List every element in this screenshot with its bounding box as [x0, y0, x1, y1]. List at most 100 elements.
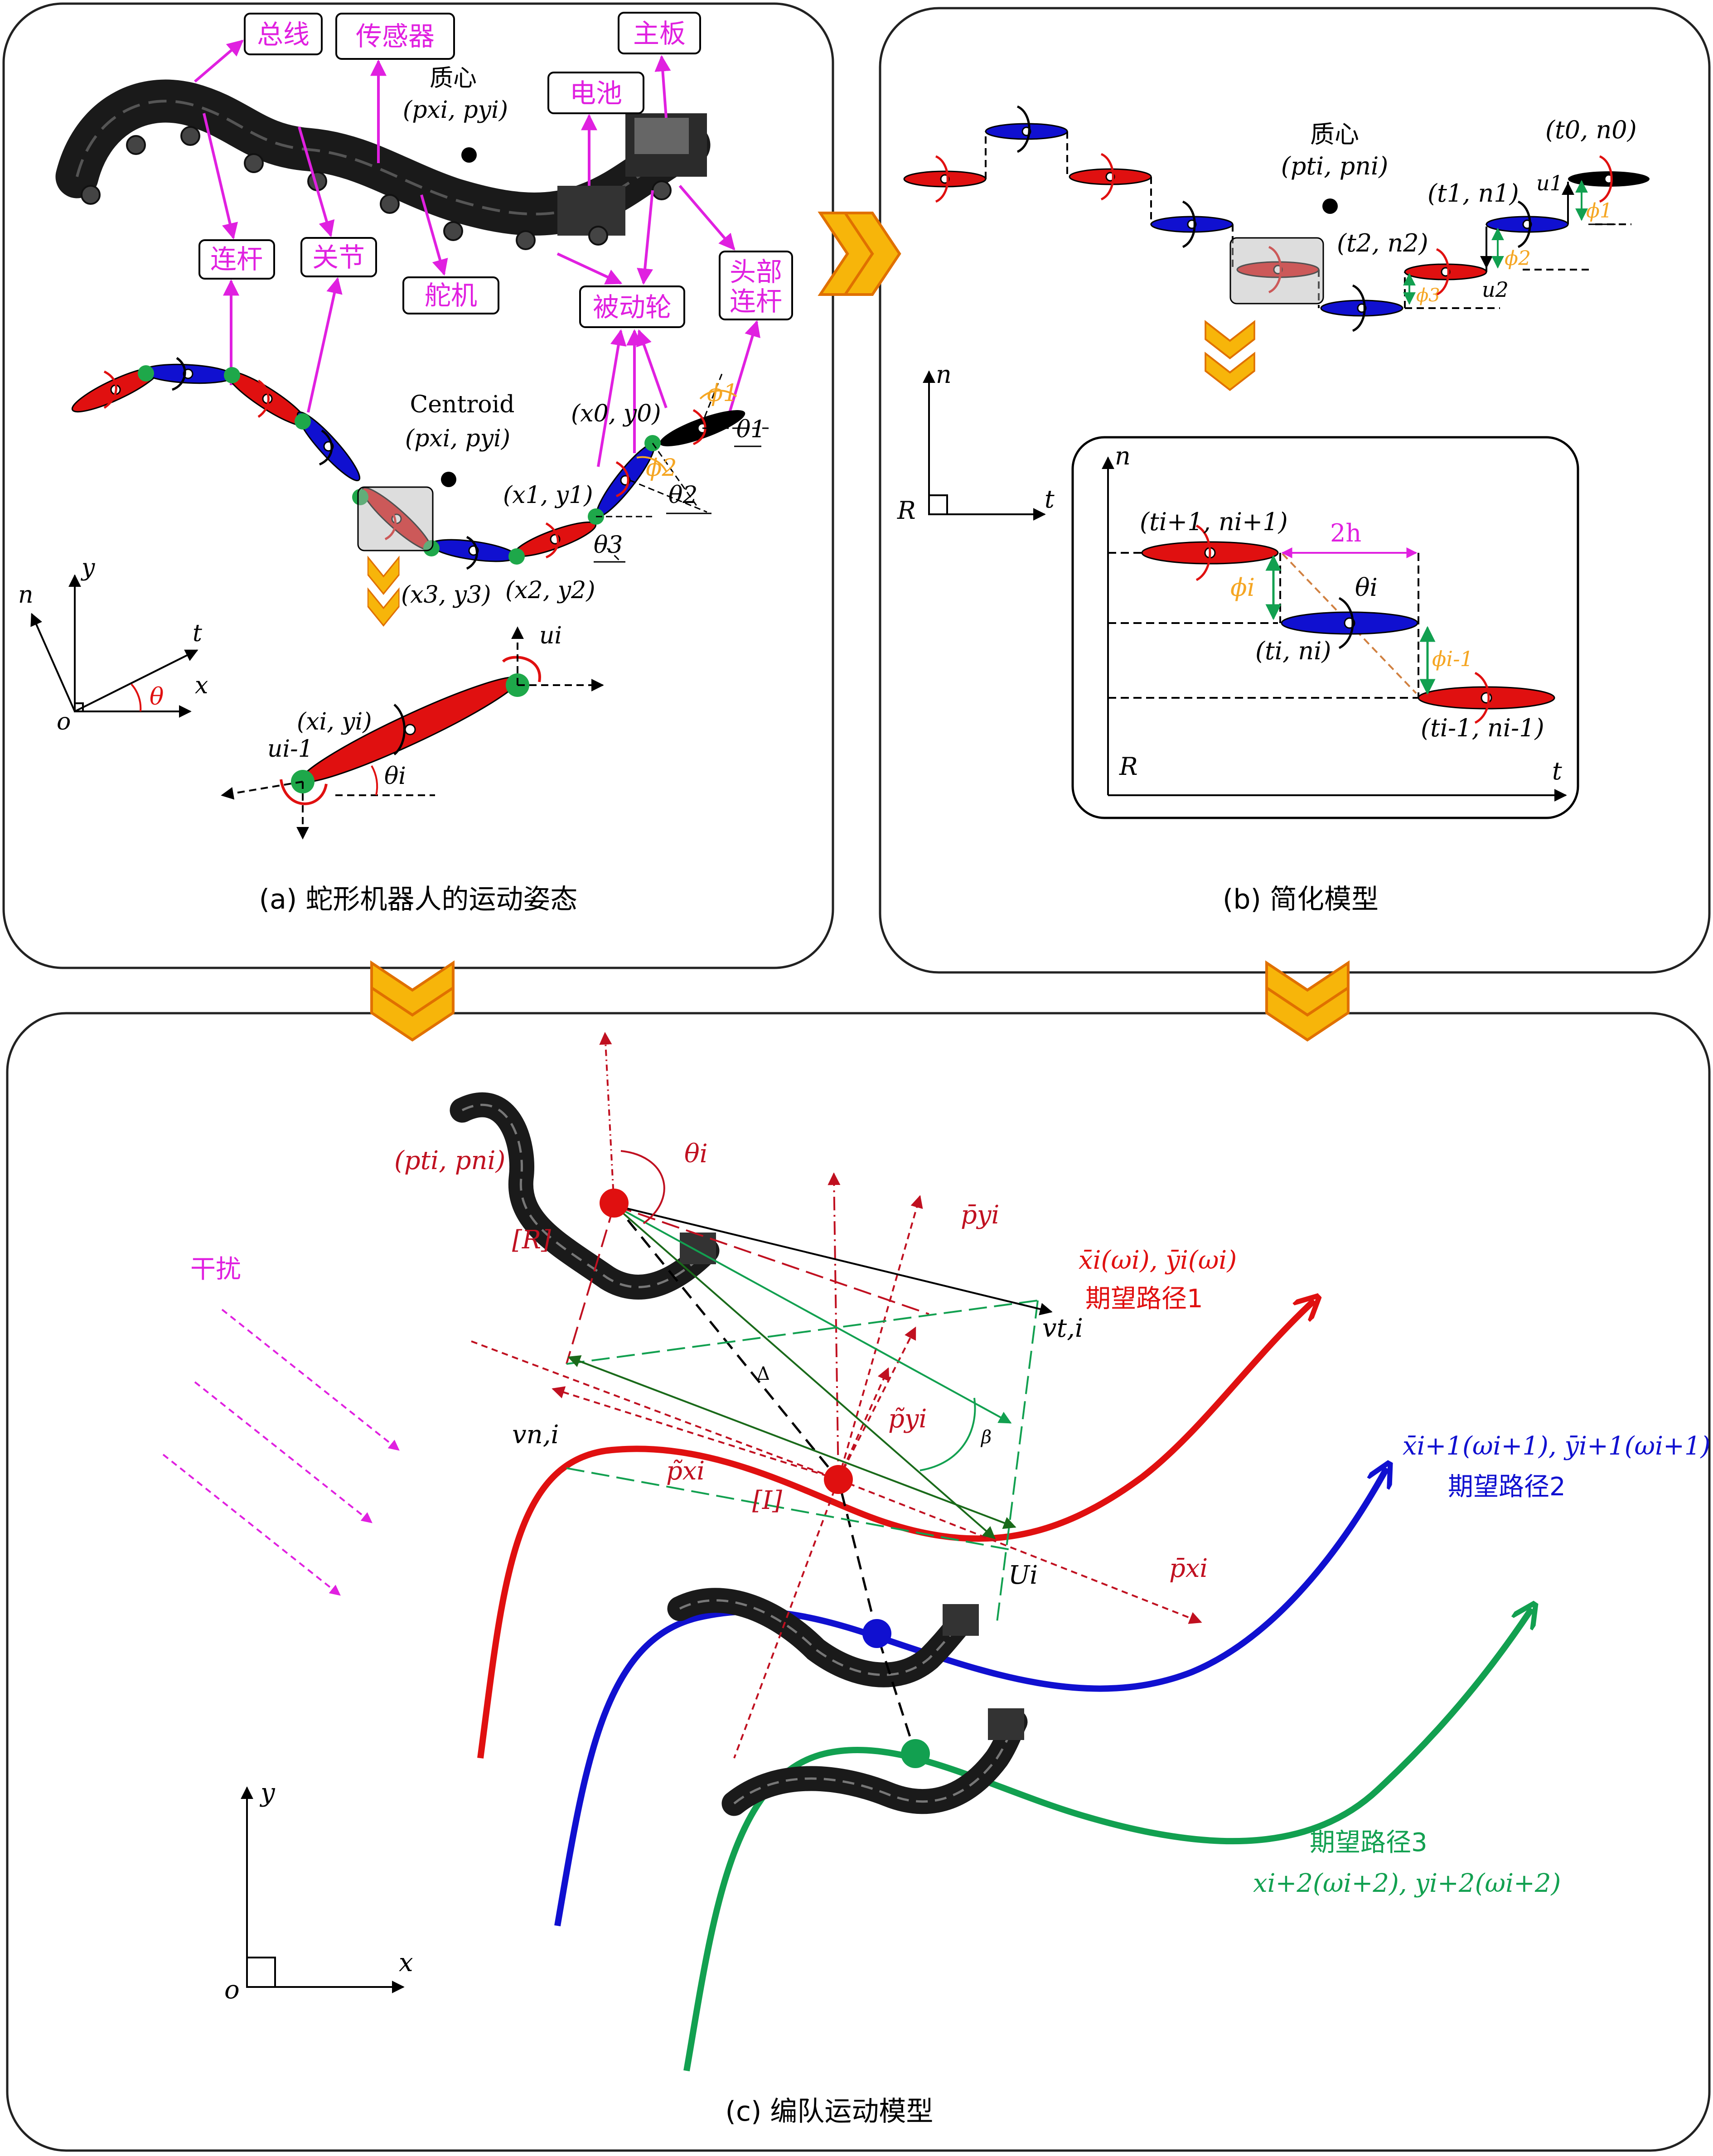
path1-label: 期望路径1 [1085, 1284, 1203, 1314]
axis-o-label: o [57, 708, 71, 735]
centroid-dot-b [1322, 198, 1338, 214]
chevron-b-to-c [1267, 963, 1348, 1040]
path1-formula: x̄i(ωi), ȳi(ωi) [1079, 1246, 1237, 1275]
pt-x1-label: (x1, y1) [503, 482, 593, 509]
axis-r-label-b: R [897, 496, 916, 525]
single-link-arrows [221, 626, 604, 840]
formation-dot-4 [901, 1739, 930, 1768]
centroid-dot-mid [441, 472, 456, 487]
beta-label: β [980, 1427, 992, 1448]
centroid-dot-top [461, 147, 477, 163]
link-ui1-label: ui-1 [267, 735, 313, 763]
path2-label: 期望路径2 [1448, 1472, 1566, 1502]
vni-label: vn,i [512, 1420, 559, 1450]
phi-arrows-b [1403, 180, 1588, 305]
phi1-label-b: ϕ1 [1586, 199, 1612, 222]
mainboard-box [618, 12, 701, 54]
down-chevron-b [1205, 322, 1254, 390]
axis-o-label-c: o [224, 1975, 240, 2005]
robot-photo-c1 [450, 1092, 720, 1300]
i-label-c: [I] [752, 1486, 782, 1515]
link-ui-label: ui [539, 622, 562, 649]
theta1-label: θ1 [736, 416, 765, 443]
disturbance-arrows [162, 1309, 400, 1596]
inset-ti-label: (ti, ni) [1255, 637, 1331, 665]
vti-label: vt,i [1042, 1314, 1083, 1343]
u2-label: u2 [1482, 277, 1509, 302]
bus-box [244, 13, 323, 55]
servo-box [402, 276, 499, 314]
axis-n-label-b: n [936, 360, 952, 389]
path3-label: 期望路径3 [1310, 1828, 1428, 1857]
centroid-label-c: (pti, pni) [394, 1146, 505, 1175]
formation-connector [613, 1202, 917, 1754]
angle-dashes-a [596, 371, 770, 563]
formation-dot-3 [862, 1619, 891, 1648]
inset-2h-label: 2h [1330, 519, 1361, 547]
axis-y-label: y [81, 554, 95, 581]
pyi-tilde-label: p̃yi [888, 1404, 927, 1434]
ui-label-c: Ui [1008, 1561, 1038, 1590]
mainboard-label: 主板 [633, 18, 686, 49]
bus-label: 总线 [257, 19, 310, 50]
inset-t-label: t [1552, 757, 1562, 785]
axes-b [923, 370, 1046, 521]
centroid-en-label: Centroid [410, 391, 514, 418]
axes-c [241, 1786, 405, 1993]
t1-label: (t1, n1) [1428, 179, 1519, 208]
sensor-box [335, 13, 455, 60]
centroid-zh-label-b: 质心 [1310, 120, 1359, 149]
phi3-label-b: ϕ3 [1416, 285, 1440, 306]
phi2-label-b: ϕ2 [1505, 247, 1531, 270]
theta-arc-axes [131, 683, 142, 712]
angle-underlines-a [594, 445, 761, 563]
path3-formula: xi+2(ωi+2), yi+2(ωi+2) [1253, 1869, 1561, 1898]
theta-i-arc-c [620, 1150, 665, 1224]
centroid-zh-label: 质心 [430, 65, 477, 92]
head-link-label-1: 头部 [730, 256, 782, 287]
head-link-box [719, 251, 793, 320]
vn-vector [567, 1355, 1016, 1529]
axis-theta-label: θ [150, 683, 164, 711]
desired-path-3 [683, 1609, 1532, 2072]
head-link-label-2: 连杆 [730, 286, 782, 317]
u-arrows-b [1480, 182, 1574, 269]
theta-i-label-c: θi [684, 1139, 708, 1169]
servo-label: 舵机 [425, 280, 477, 311]
joint-label: 关节 [312, 242, 365, 273]
phi2-label: ϕ2 [646, 454, 677, 482]
inset-ti1-label: (ti+1, ni+1) [1140, 508, 1288, 536]
single-link [280, 656, 541, 805]
link-theta-label: θi [384, 763, 406, 790]
inset-thetai-label: θi [1355, 573, 1378, 602]
pt-x3-label: (x3, y3) [401, 581, 491, 609]
axis-x-label-c: x [399, 1948, 413, 1977]
path2-formula: x̄i+1(ωi+1), ȳi+1(ωi+1) [1403, 1431, 1710, 1461]
phi2-arc-a [636, 456, 667, 472]
inset-phii-label: ϕi [1230, 573, 1255, 602]
pxi-bar-label: p̄xi [1169, 1554, 1208, 1583]
phi1-label: ϕ1 [707, 380, 738, 407]
inset-axes [1102, 456, 1567, 802]
inset-links [1141, 524, 1555, 724]
highlight-box-a [357, 486, 434, 551]
staircase-links [903, 105, 1650, 332]
t2-label: (t2, n2) [1337, 229, 1428, 257]
panel-a-caption: (a) 蛇形机器人的运动姿态 [259, 884, 578, 915]
robot-photo-c2 [667, 1588, 979, 1687]
axis-t-label-b: t [1045, 485, 1055, 513]
panel-c-frame [6, 1012, 1711, 2152]
inset-tim1-label: (ti-1, ni-1) [1421, 714, 1544, 742]
green-frame-lines [566, 1204, 1039, 1623]
centroid-zh-coord: (pxi, pyi) [403, 97, 508, 124]
robot-photo-c3 [721, 1708, 1028, 1816]
down-chevron-a [368, 557, 399, 626]
phi1-arc-a [699, 390, 737, 400]
pt-x0-label: (x0, y0) [571, 400, 661, 427]
robot-photo [55, 79, 711, 250]
formation-dot-2 [824, 1465, 853, 1494]
u1-label: u1 [1536, 171, 1563, 195]
highlight-box-b [1229, 237, 1324, 305]
link-box [198, 239, 275, 280]
